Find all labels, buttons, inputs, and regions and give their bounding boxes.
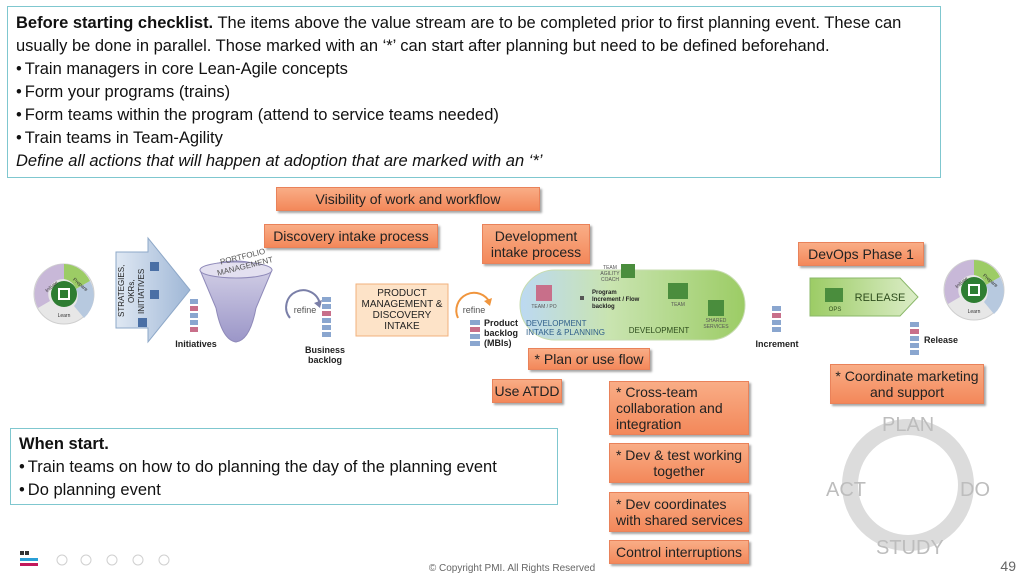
- shared-services-label: SHARED SERVICES: [703, 318, 729, 330]
- lifecycle-circle-left: [33, 263, 95, 325]
- ops-label: OPS: [828, 307, 842, 313]
- release-arrow-label: RELEASE: [854, 292, 906, 304]
- development-label: DEVELOPMENT: [628, 326, 690, 335]
- callout-discovery: Discovery intake process: [264, 224, 438, 248]
- product-backlog-label: Product backlog (MBIs): [484, 318, 519, 348]
- checklist-item: Form your programs (trains): [16, 81, 932, 104]
- release-stack: [910, 322, 919, 355]
- checklist-item: Form teams within the program (attend to…: [16, 104, 932, 127]
- business-backlog-label: Business backlog: [304, 345, 346, 365]
- lifecycle-circle-right: [943, 259, 1005, 321]
- refine-arrow-icon: [455, 291, 491, 319]
- pdsa-study: STUDY: [876, 537, 944, 559]
- checklist-intro: Before starting checklist. The items abo…: [16, 12, 932, 58]
- callout-dev-intake: Development intake process: [482, 224, 590, 264]
- when-start-item: Train teams on how to do planning the da…: [19, 456, 549, 479]
- team-po-label: TEAM / PO: [531, 304, 557, 310]
- team-agility-coach-label: TEAM AGILITY COACH: [600, 265, 620, 283]
- slides-icon: [106, 554, 118, 566]
- when-start-item: Do planning event: [19, 479, 549, 502]
- callout-interruptions: Control interruptions: [609, 540, 749, 564]
- pmi-logo: [20, 551, 38, 566]
- callout-dev-test: * Dev & test working together: [609, 443, 749, 483]
- product-management-label: PRODUCT MANAGEMENT & DISCOVERY INTAKE: [361, 288, 443, 332]
- increment-label: Increment: [755, 339, 799, 349]
- initiatives-backlog-stack: [190, 299, 198, 332]
- pen-icon: [80, 554, 92, 566]
- product-management-box: [355, 283, 449, 337]
- callout-dev-coord: * Dev coordinates with shared services: [609, 492, 749, 532]
- zoom-icon: [132, 554, 144, 566]
- checklist-item: Train teams in Team-Agility: [16, 127, 932, 150]
- team-label: TEAM: [671, 302, 685, 308]
- refine-label-2: refine: [462, 305, 486, 315]
- checklist-closing: Define all actions that will happen at a…: [16, 152, 543, 170]
- program-increment-label: Program Increment / Flow backlog: [592, 290, 640, 310]
- circle-word-learn: Learn: [57, 313, 71, 319]
- pdsa-cycle-ring: [842, 419, 974, 551]
- pdsa-act: ACT: [826, 479, 866, 501]
- bottom-toolbar: [20, 551, 170, 566]
- page-number: 49: [1000, 558, 1016, 574]
- callout-visibility: Visibility of work and workflow: [276, 187, 540, 211]
- strategies-label: STRATEGIES, OKRs, INITIATIVES: [117, 264, 146, 318]
- prev-slide-icon: [56, 554, 68, 566]
- checklist-heading: Before starting checklist.: [16, 14, 214, 32]
- refine-label-1: refine: [293, 305, 317, 315]
- when-start-box: When start. Train teams on how to do pla…: [10, 428, 558, 505]
- callout-plan-flow: * Plan or use flow: [528, 348, 650, 370]
- increment-stack: [772, 306, 781, 332]
- callout-cross-team: * Cross-team collaboration and integrati…: [609, 381, 749, 435]
- pdsa-plan: PLAN: [882, 414, 935, 436]
- callout-marketing: * Coordinate marketing and support: [830, 364, 984, 404]
- business-backlog-stack: [322, 297, 331, 337]
- release-label: Release: [924, 335, 959, 345]
- portfolio-funnel: [199, 260, 273, 343]
- pdsa-do: DO: [960, 479, 990, 501]
- product-backlog-stack: [470, 320, 480, 346]
- checklist-item: Train managers in core Lean-Agile concep…: [16, 58, 932, 81]
- initiatives-label: Initiatives: [175, 339, 217, 349]
- copyright: © Copyright PMI. All Rights Reserved: [428, 563, 596, 574]
- checklist-box: Before starting checklist. The items abo…: [7, 6, 941, 178]
- circle-word-learn-right: Learn: [967, 309, 981, 315]
- callout-devops: DevOps Phase 1: [798, 242, 924, 266]
- checklist-intro-text: The items above the value stream are to …: [16, 14, 902, 55]
- release-arrow: [809, 277, 919, 317]
- more-icon: [158, 554, 170, 566]
- dev-intake-planning-label: DEVELOPMENT INTAKE & PLANNING: [526, 319, 605, 337]
- callout-atdd: Use ATDD: [492, 379, 562, 403]
- refine-arrow-icon: [285, 289, 321, 319]
- when-start-heading: When start.: [19, 435, 109, 453]
